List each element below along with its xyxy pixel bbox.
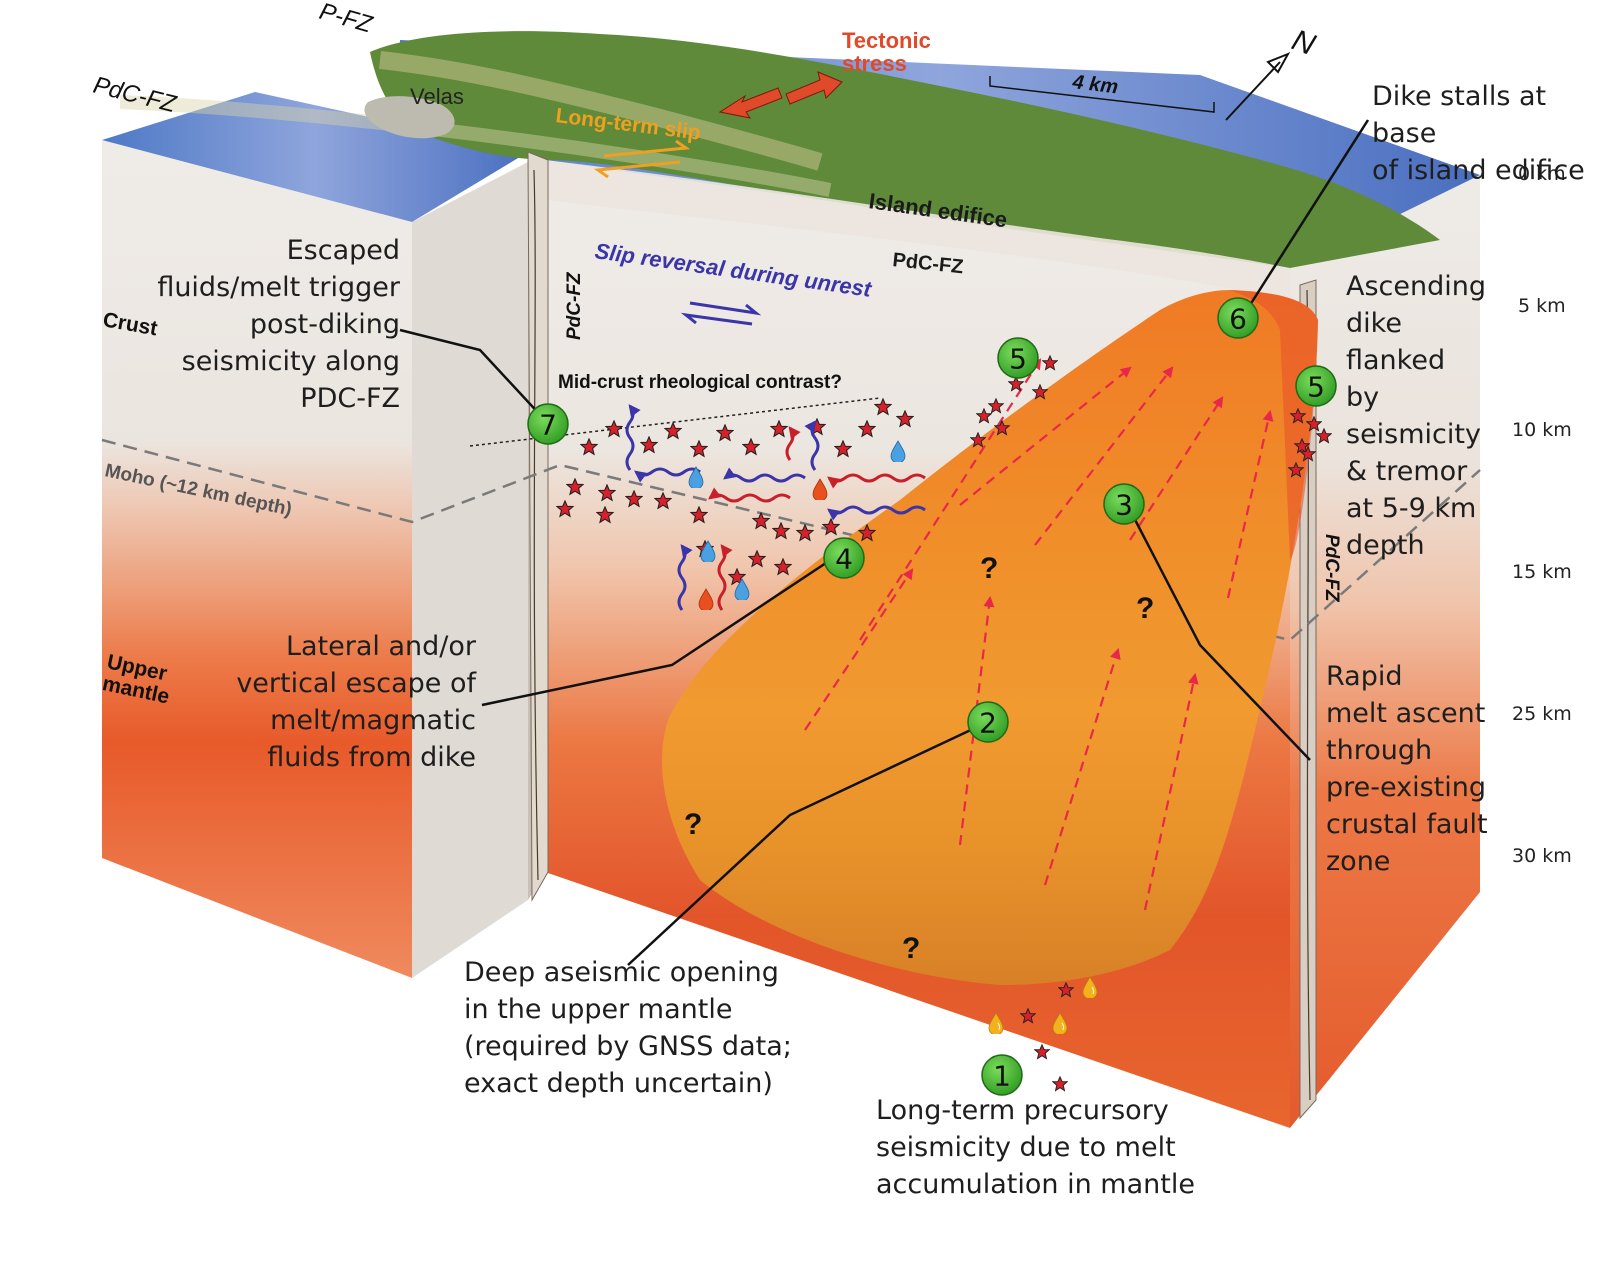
island-land [370,31,1440,269]
marker-4-number: 4 [835,543,853,576]
pdcfz-fault-left-label: PdC-FZ [564,271,585,340]
depth-5km: 5 km [1518,295,1566,317]
dike [661,290,1318,985]
annotation-1: Long-term precursory seismicity due to m… [876,1095,1195,1200]
island-edifice-band [545,160,1290,300]
marker-2-number: 2 [979,707,997,740]
tectonic-stress-arrows [718,71,843,119]
marker-4: 4 [823,537,865,579]
melt-ascent-arrows [804,358,1274,911]
marker-1: 1 [981,1054,1023,1096]
top-surface [119,31,1480,300]
leader-3 [1128,509,1311,761]
annotation-4: Lateral and/or vertical escape of melt/m… [236,631,476,773]
slip-reversal-arrows [680,301,762,326]
annotation-3: Rapid melt ascent through pre-existing c… [1326,661,1488,877]
fault-band-pdcfz [119,95,832,197]
marker-7: 7 [527,403,569,445]
depth-25km: 25 km [1512,703,1572,725]
marker-5-left: 5 [997,337,1039,379]
fluid-escape-arrows [625,404,926,611]
annotation-5: Ascending dike flanked by seismicity & t… [1346,271,1486,561]
dike-edge [1230,290,1318,560]
depth-10km: 10 km [1512,419,1572,441]
pdcfz-top-label: PdC-FZ [91,72,180,119]
question-mark: ? [684,808,702,841]
marker-5-right-number: 5 [1307,371,1325,404]
question-mark: ? [980,552,998,585]
right-face [1290,175,1480,1128]
leader-2 [627,726,976,966]
pfz-label: P-FZ [316,0,376,39]
depth-0km: 0 km [1518,163,1566,185]
marker-1-number: 1 [993,1060,1011,1093]
north-arrow-icon [1225,52,1291,121]
tectonic-stress-text-line: stress [842,51,907,76]
marker-3-number: 3 [1115,489,1133,522]
annotation-6: Dike stalls at base of island edifice [1372,81,1585,186]
leader-6 [1241,119,1370,317]
depth-30km: 30 km [1512,845,1572,867]
annotation-2: Deep aseismic opening in the upper mantl… [464,957,792,1099]
velas-town [364,96,455,139]
marker-6: 6 [1217,297,1259,339]
marker-3: 3 [1103,483,1145,525]
marker-5-right: 5 [1295,365,1337,407]
pdcfz-fault-right-label: PdC-FZ [1321,534,1342,603]
tectonic-stress-text: Tectonic [842,28,931,53]
question-mark: ? [1136,592,1154,625]
left-block-face [102,140,412,978]
long-term-slip-arrows [593,139,691,179]
marker-6-number: 6 [1229,303,1247,336]
fault-trace-left [533,169,539,881]
marker-5-left-number: 5 [1009,343,1027,376]
fault-band-pfz [379,51,823,171]
dike-body [661,290,1318,985]
numbered-markers: 1 2 3 4 5 5 6 7 [527,297,1337,1096]
left-block [102,92,528,978]
seismicity-star [1034,1044,1050,1060]
velas-label: Velas [410,84,464,109]
scale-bar [989,76,1215,113]
question-mark: ? [902,932,920,965]
left-block-side [412,162,528,978]
annotation-7: Escaped fluids/melt trigger post-diking … [157,235,400,414]
depth-15km: 15 km [1512,561,1572,583]
leader-7 [399,328,544,419]
north-label: N [1288,24,1320,63]
fault-strip-left [527,151,549,902]
leader-4 [481,553,839,707]
seismicity-star [1052,1076,1068,1092]
left-block-top-ocean [102,92,528,222]
marker-7-number: 7 [539,409,557,442]
mid-crust-label: Mid-crust rheological contrast? [558,372,842,393]
depth-scale: 0 km 5 km 10 km 15 km 25 km 30 km [1512,163,1572,867]
leader-lines [399,119,1370,966]
marker-2: 2 [967,701,1009,743]
